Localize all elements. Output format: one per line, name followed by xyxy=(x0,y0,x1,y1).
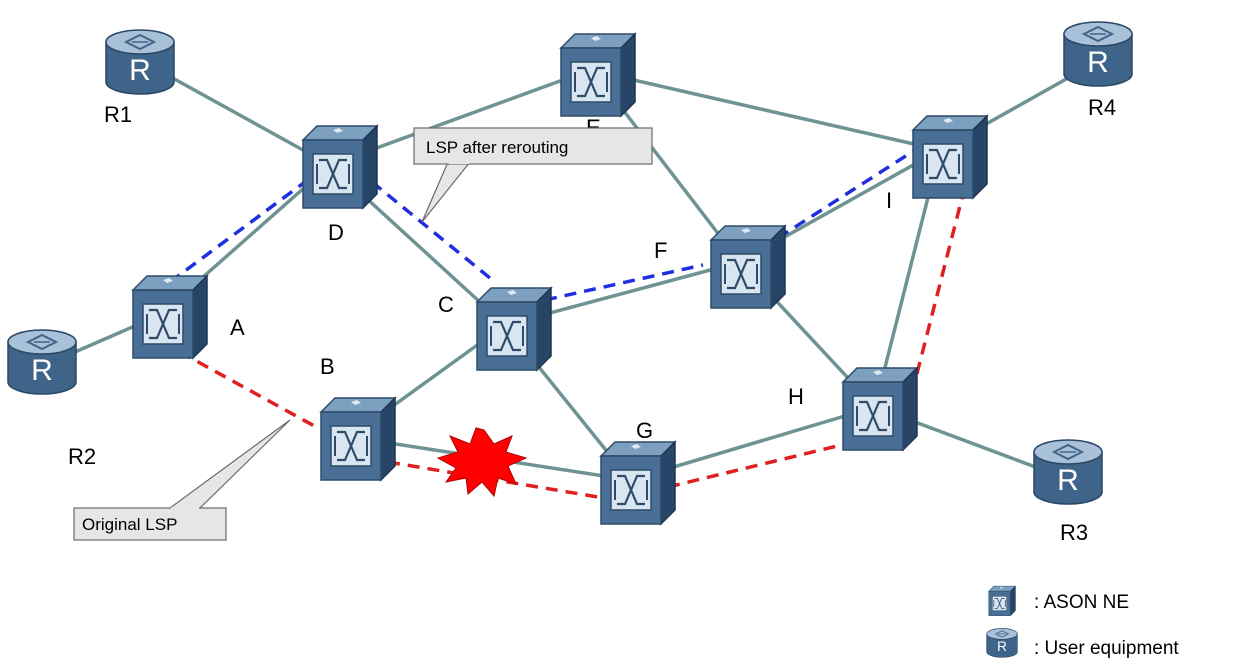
node-label-b: B xyxy=(320,354,335,379)
callout-original-text: Original LSP xyxy=(82,515,177,534)
node-label-h: H xyxy=(788,384,804,409)
callout-rerouted-text: LSP after rerouting xyxy=(426,138,568,157)
legend-user-label: : User equipment xyxy=(1034,638,1179,659)
user-equipment-icon-r4[interactable] xyxy=(1063,21,1133,87)
node-label-f: F xyxy=(654,238,667,263)
user-equipment-icon-r1[interactable] xyxy=(105,29,175,95)
legend-ason-ne-icon xyxy=(988,585,1017,617)
ason-ne-icon-f[interactable] xyxy=(709,224,787,310)
node-label-a: A xyxy=(230,315,245,340)
ason-ne-icon-a[interactable] xyxy=(131,274,209,360)
legend-ason-label: : ASON NE xyxy=(1034,592,1129,613)
router-label-r4: R4 xyxy=(1088,95,1116,120)
legend-user-equipment-icon xyxy=(986,628,1018,658)
link-e-i xyxy=(589,68,941,152)
user-equipment-icon-r3[interactable] xyxy=(1033,439,1103,505)
callout-original-lsp: Original LSP xyxy=(73,419,291,541)
ason-ne-icon-c[interactable] xyxy=(475,286,553,372)
fault-burst-icon xyxy=(436,427,528,498)
node-label-i: I xyxy=(886,188,892,213)
router-label-r2: R2 xyxy=(68,444,96,469)
rerouted-lsp xyxy=(168,148,916,302)
node-label-c: C xyxy=(438,292,454,317)
callout-rerouted-lsp: LSP after rerouting xyxy=(413,127,653,223)
ason-ne-icon-g[interactable] xyxy=(599,440,677,526)
router-label-r1: R1 xyxy=(104,102,132,127)
user-equipment-icon-r2[interactable] xyxy=(7,329,77,395)
router-label-r3: R3 xyxy=(1060,520,1088,545)
original-lsp xyxy=(179,197,964,499)
ason-ne-icon-e[interactable] xyxy=(559,32,637,118)
ason-ne-icon-d[interactable] xyxy=(301,124,379,210)
ason-ne-icon-h[interactable] xyxy=(841,366,919,452)
ason-ne-icon-b[interactable] xyxy=(319,396,397,482)
legend: : ASON NE : User equipment xyxy=(986,585,1179,659)
node-label-g: G xyxy=(636,418,653,443)
ason-ne-icon-i[interactable] xyxy=(911,114,989,200)
node-label-d: D xyxy=(328,220,344,245)
